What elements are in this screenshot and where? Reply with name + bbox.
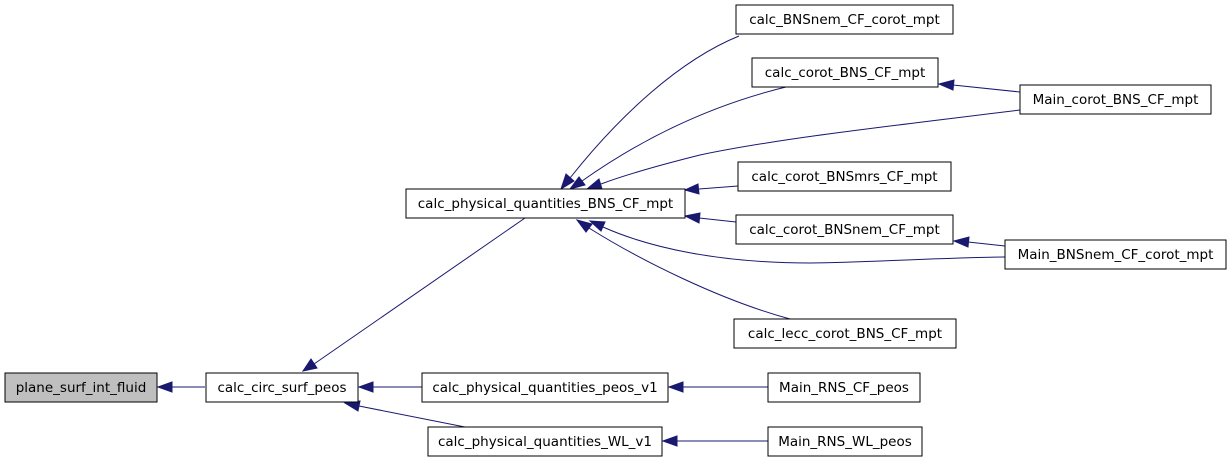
edge-main-bnsnem-cf-corot-mpt-to-calc-physical-quantities-bns [588, 220, 1006, 264]
node-label-main-corot-bns-cf-mpt: Main_corot_BNS_CF_mpt [1033, 92, 1199, 108]
node-main-rns-cf-peos[interactable]: Main_RNS_CF_peos [767, 372, 921, 403]
node-label-calc-corot-bns-cf-mpt: calc_corot_BNS_CF_mpt [765, 65, 926, 81]
node-label-plane-surf-int-fluid: plane_surf_int_fluid [16, 380, 147, 396]
node-label-main-rns-cf-peos: Main_RNS_CF_peos [779, 380, 909, 396]
edge-calc-corot-bns-cf-mpt-to-calc-physical-quantities-bns [568, 85, 791, 190]
node-calc-corot-bnsmrs-cf-mpt[interactable]: calc_corot_BNSmrs_CF_mpt [737, 161, 952, 192]
edge-calc-bnsnem-cf-corot-mpt-to-calc-physical-quantities-bns [560, 35, 740, 191]
node-label-calc-corot-bnsnem-cf-mpt: calc_corot_BNSnem_CF_mpt [749, 222, 940, 238]
node-calc-corot-bnsnem-cf-mpt[interactable]: calc_corot_BNSnem_CF_mpt [735, 214, 954, 245]
node-main-rns-wl-peos[interactable]: Main_RNS_WL_peos [767, 426, 923, 457]
node-calc-bnsnem-cf-corot-mpt[interactable]: calc_BNSnem_CF_corot_mpt [735, 4, 954, 35]
edge-calc-corot-bnsnem-cf-mpt-to-calc-physical-quantities-bns [683, 212, 737, 224]
node-label-calc-circ-surf-peos: calc_circ_surf_peos [217, 380, 346, 396]
edge-calc-lecc-corot-bns-cf-mpt-to-calc-physical-quantities-bns [575, 219, 791, 320]
node-calc-physical-quantities-bns-cf-mpt[interactable]: calc_physical_quantities_BNS_CF_mpt [405, 188, 686, 219]
node-calc-lecc-corot-bns-cf-mpt[interactable]: calc_lecc_corot_BNS_CF_mpt [733, 318, 957, 349]
node-label-calc-lecc-corot-bns-cf-mpt: calc_lecc_corot_BNS_CF_mpt [748, 326, 942, 342]
edges [156, 35, 1021, 447]
node-calc-circ-surf-peos[interactable]: calc_circ_surf_peos [205, 372, 359, 403]
node-label-calc-physical-quantities-bns-cf-mpt: calc_physical_quantities_BNS_CF_mpt [418, 196, 673, 212]
node-calc-physical-quantities-peos-v1[interactable]: calc_physical_quantities_peos_v1 [421, 372, 669, 403]
edge-main-rns-wl-peos-to-calc-physical-quantities-wl-v1 [661, 435, 768, 447]
edge-calc-physical-quantities-bns-to-calc-circ-surf-peos [301, 217, 526, 372]
node-main-bnsnem-cf-corot-mpt[interactable]: Main_BNSnem_CF_corot_mpt [1004, 239, 1227, 270]
node-calc-corot-bns-cf-mpt[interactable]: calc_corot_BNS_CF_mpt [751, 57, 939, 88]
edge-calc-corot-bnsmrs-cf-mpt-to-calc-physical-quantities-bns [683, 183, 739, 195]
edge-main-bnsnem-cf-corot-mpt-to-calc-corot-bnsnem-cf-mpt [952, 236, 1006, 248]
node-label-calc-corot-bnsmrs-cf-mpt: calc_corot_BNSmrs_CF_mpt [751, 169, 937, 185]
edge-calc-physical-quantities-peos-v1-to-calc-circ-surf-peos [357, 381, 422, 393]
edge-calc-circ-surf-peos-to-plane-surf-int-fluid [156, 381, 205, 393]
edge-main-corot-bns-cf-mpt-to-calc-corot-bns-cf-mpt [937, 79, 1021, 93]
node-label-calc-physical-quantities-peos-v1: calc_physical_quantities_peos_v1 [432, 380, 657, 396]
edge-main-rns-cf-peos-to-calc-physical-quantities-peos-v1 [667, 381, 768, 393]
node-label-main-bnsnem-cf-corot-mpt: Main_BNSnem_CF_corot_mpt [1018, 247, 1214, 263]
node-main-corot-bns-cf-mpt[interactable]: Main_corot_BNS_CF_mpt [1019, 84, 1212, 115]
node-calc-physical-quantities-wl-v1[interactable]: calc_physical_quantities_WL_v1 [427, 426, 663, 457]
edge-calc-physical-quantities-wl-v1-to-calc-circ-surf-peos [343, 400, 471, 429]
node-plane-surf-int-fluid[interactable]: plane_surf_int_fluid [4, 372, 158, 403]
nodes: plane_surf_int_fluid calc_circ_surf_peos… [4, 4, 1227, 457]
node-label-main-rns-wl-peos: Main_RNS_WL_peos [778, 434, 912, 450]
node-label-calc-bnsnem-cf-corot-mpt: calc_BNSnem_CF_corot_mpt [749, 12, 940, 28]
node-label-calc-physical-quantities-wl-v1: calc_physical_quantities_WL_v1 [438, 434, 652, 450]
